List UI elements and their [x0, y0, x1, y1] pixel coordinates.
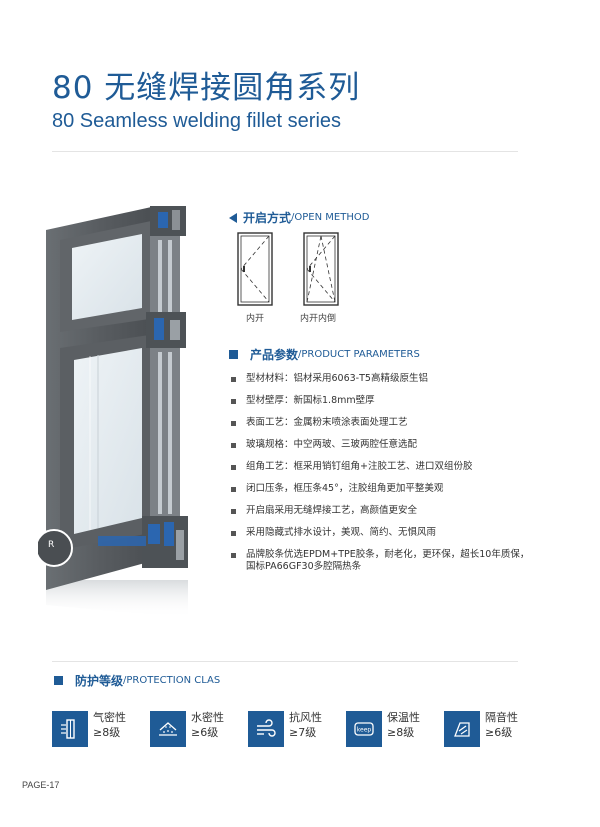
- protection-name: 气密性: [93, 711, 126, 724]
- bullet-icon: [231, 487, 236, 492]
- protection-grade: ≥6级: [191, 726, 219, 739]
- protection-heading: 防护等级 /PROTECTION CLAS: [54, 672, 220, 689]
- list-item: 型材壁厚：新国标1.8mm壁厚: [231, 395, 571, 407]
- watertight-icon: [150, 711, 186, 747]
- protection-items: 气密性 ≥8级 水密性 ≥6级: [52, 711, 552, 747]
- bullet-icon: [231, 443, 236, 448]
- bullet-icon: [231, 399, 236, 404]
- protection-item-watertight: 水密性 ≥6级: [150, 711, 248, 747]
- list-item: 组角工艺：框采用销钉组角+注胶工艺、进口双组份胶: [231, 461, 571, 473]
- square-bullet-icon: [54, 676, 63, 685]
- page-number: PAGE-17: [22, 780, 60, 790]
- list-item: 品牌胶条优选EPDM+TPE胶条，耐老化，更环保，超长10年质保， 国标PA66…: [231, 549, 571, 573]
- section-divider: [52, 661, 518, 662]
- tilt-turn-label: 内开内倒: [300, 314, 337, 324]
- inward-open-window-icon: [237, 232, 273, 306]
- triangle-left-icon: [229, 212, 237, 223]
- inward-open-label: 内开: [246, 314, 265, 324]
- protection-title-cn: 防护等级: [75, 674, 124, 688]
- tilt-turn-window-icon: [303, 232, 339, 306]
- protection-name: 保温性: [387, 711, 420, 724]
- protection-item-airtight: 气密性 ≥8级: [52, 711, 150, 747]
- product-parameters-title-en: /PRODUCT PARAMETERS: [298, 349, 420, 360]
- protection-item-wind: 抗风性 ≥7级: [248, 711, 346, 747]
- soundproof-icon: [444, 711, 480, 747]
- protection-grade: ≥8级: [93, 726, 121, 739]
- page-title-cn: 80 无缝焊接圆角系列: [52, 70, 361, 106]
- keep-warm-icon: keep: [346, 711, 382, 747]
- open-method-title-en: /OPEN METHOD: [291, 212, 370, 223]
- bullet-icon: [231, 465, 236, 470]
- protection-grade: ≥6级: [485, 726, 513, 739]
- product-parameters-heading: 产品参数 /PRODUCT PARAMETERS: [229, 346, 420, 363]
- bullet-icon: [231, 509, 236, 514]
- protection-item-soundproof: 隔音性 ≥6级: [444, 711, 542, 747]
- profile-badge-label: R: [48, 540, 55, 550]
- bullet-icon: [231, 377, 236, 382]
- list-item: 型材材料：铝材采用6063-T5高精级原生铝: [231, 373, 571, 385]
- wind-icon: [248, 711, 284, 747]
- protection-title-en: /PROTECTION CLAS: [123, 675, 221, 686]
- keep-icon-text: keep: [357, 727, 372, 734]
- parameter-list: 型材材料：铝材采用6063-T5高精级原生铝 型材壁厚：新国标1.8mm壁厚 表…: [231, 373, 571, 583]
- list-item: 开启扇采用无缝焊接工艺，高颜值更安全: [231, 505, 571, 517]
- open-method-title-cn: 开启方式: [243, 211, 292, 225]
- square-bullet-icon: [229, 350, 238, 359]
- protection-item-keep-warm: keep 保温性 ≥8级: [346, 711, 444, 747]
- bullet-icon: [231, 553, 236, 558]
- protection-grade: ≥8级: [387, 726, 415, 739]
- bullet-icon: [231, 531, 236, 536]
- protection-grade: ≥7级: [289, 726, 317, 739]
- window-profile-image: R: [38, 200, 198, 618]
- list-item: 闭口压条，框压条45°，注胶组角更加平整美观: [231, 483, 571, 495]
- protection-name: 隔音性: [485, 711, 518, 724]
- airtight-icon: [52, 711, 88, 747]
- list-item: 玻璃规格：中空两玻、三玻两腔任意选配: [231, 439, 571, 451]
- protection-name: 抗风性: [289, 711, 322, 724]
- bullet-icon: [231, 421, 236, 426]
- list-item: 表面工艺：金属粉末喷涂表面处理工艺: [231, 417, 571, 429]
- product-parameters-title-cn: 产品参数: [250, 348, 299, 362]
- page-title-en: 80 Seamless welding fillet series: [52, 110, 342, 132]
- list-item: 采用隐藏式排水设计，美观、简约、无惧风雨: [231, 527, 571, 539]
- top-divider: [52, 151, 518, 152]
- protection-name: 水密性: [191, 711, 224, 724]
- open-method-heading: 开启方式 /OPEN METHOD: [229, 209, 369, 226]
